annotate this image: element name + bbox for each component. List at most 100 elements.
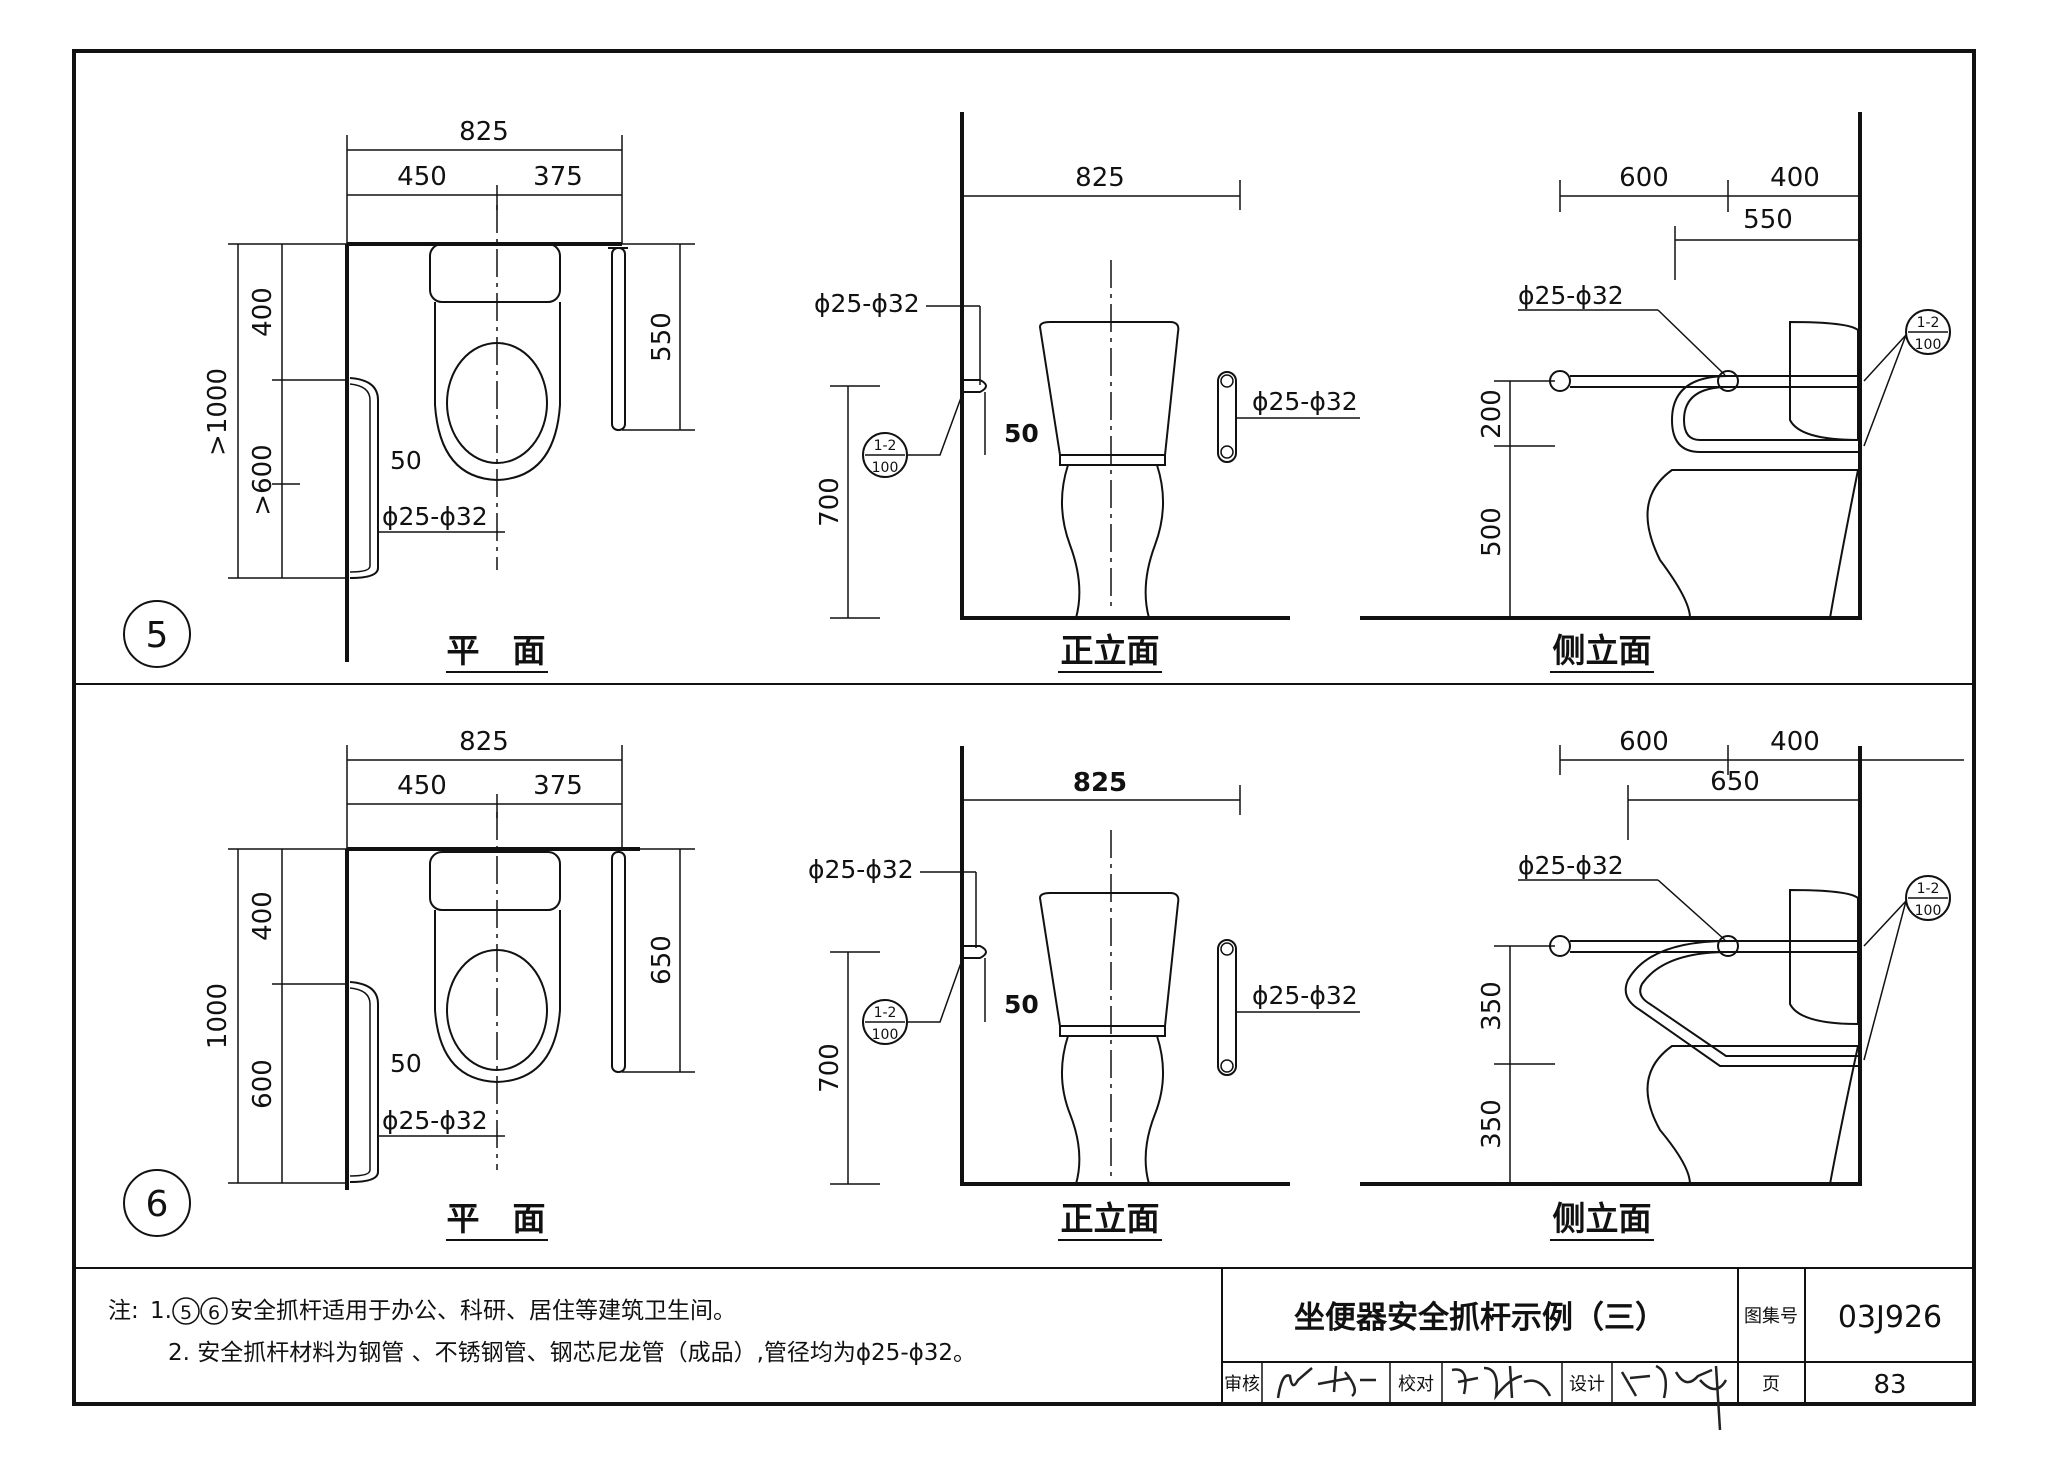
plan-pipe-label: ϕ25-ϕ32: [382, 502, 488, 531]
plan-gap-label: 50: [390, 446, 422, 475]
side-elevation: 600 400 650 ϕ25-ϕ32 1-2 100 350 350: [1360, 727, 1964, 1241]
panel-6: 6 825 450 375 1000 400 600: [123, 727, 1964, 1241]
panel-5: 5 825 450 375 >1000 400 >600: [123, 112, 1951, 673]
detail-number: 6: [146, 1184, 169, 1225]
side-pipe-label: ϕ25-ϕ32: [1518, 281, 1624, 310]
plan-dim-lower-v: 600: [248, 1059, 278, 1109]
toilet-tank-front: [1038, 321, 1180, 456]
side-title: 侧立面: [1553, 1199, 1652, 1238]
atlas-number: 03J926: [1838, 1300, 1942, 1335]
grab-bar-front-left: [962, 945, 987, 959]
plan-title: 平 面: [447, 1199, 546, 1238]
plan-dim-overall: 825: [459, 727, 509, 757]
side-dim-v2: 350: [1477, 1099, 1507, 1149]
plan-view: 825 450 375 1000 400 600 50 ϕ25-ϕ32 650: [203, 727, 695, 1241]
check-label: 校对: [1398, 1374, 1434, 1395]
plan-title: 平 面: [447, 631, 546, 670]
toilet-base-front: [1061, 1035, 1164, 1185]
front-ref-top: 1-2: [874, 438, 897, 454]
front-dim-height: 700: [815, 477, 845, 527]
toilet-tank: [429, 243, 561, 303]
toilet-tank-side: [1789, 320, 1859, 442]
side-dim-1: 600: [1619, 163, 1669, 193]
notes-line1-circle5: 5: [180, 1302, 192, 1324]
front-elevation: 825 ϕ25-ϕ32 1-2 100 50 700 ϕ25-ϕ32: [808, 746, 1360, 1241]
side-pipe-label: ϕ25-ϕ32: [1518, 851, 1624, 880]
side-dim-2: 400: [1770, 163, 1820, 193]
plan-view: 825 450 375 >1000 400 >600 50 ϕ25-ϕ32: [203, 117, 695, 673]
grab-bar-front-right: [1217, 371, 1237, 463]
front-pipe-right: ϕ25-ϕ32: [1252, 981, 1358, 1010]
grab-bar-front-right: [1217, 939, 1237, 1076]
plan-dim-total-v: 1000: [203, 983, 233, 1049]
front-pipe-left: ϕ25-ϕ32: [814, 289, 920, 318]
detail-number-circle: [123, 1169, 191, 1237]
vertical-bar-plan: [611, 851, 626, 1073]
drawing-title: 坐便器安全抓杆示例（三）: [1294, 1300, 1666, 1336]
plan-bar-length: 650: [647, 935, 677, 985]
toilet-tank: [429, 851, 561, 911]
front-title: 正立面: [1061, 1199, 1160, 1238]
grab-bar-side-angled: [1624, 940, 1858, 1067]
vertical-bar-plan: [611, 247, 626, 431]
toilet-tank-side: [1789, 888, 1859, 1026]
grab-bar-plan: [349, 377, 379, 579]
reviewer-signature: [1276, 1365, 1376, 1399]
front-gap-label: 50: [1004, 990, 1039, 1019]
plan-dim-upper-v: 400: [248, 287, 278, 337]
front-pipe-right: ϕ25-ϕ32: [1252, 387, 1358, 416]
notes: 注: 1. 5 6 安全抓杆适用于办公、科研、居住等建筑卫生间。 2. 安全抓杆…: [108, 1297, 976, 1366]
side-elevation: 600 400 550 ϕ25-ϕ32 1-2 100: [1360, 112, 1951, 673]
grab-bar-side-loop: [1670, 375, 1858, 453]
plan-dim-upper-v: 400: [248, 891, 278, 941]
plan-dim-lower-v: >600: [248, 444, 278, 515]
plan-bar-length: 550: [647, 312, 677, 362]
front-pipe-left: ϕ25-ϕ32: [808, 855, 914, 884]
side-ref-bot: 100: [1915, 337, 1942, 353]
title-block: 坐便器安全抓杆示例（三） 图集号 03J926 审核 校对 设计 页 83: [1221, 1268, 1974, 1431]
checker-signature: [1451, 1365, 1552, 1401]
detail-number-circle: [123, 600, 191, 668]
toilet-bowl-side: [1646, 469, 1859, 619]
notes-line1-num: 1.: [150, 1298, 172, 1324]
plan-gap-label: 50: [390, 1049, 422, 1078]
side-dim-v1: 350: [1477, 981, 1507, 1031]
front-elevation: 825 ϕ25-ϕ32 1-2 100 50 700: [814, 112, 1360, 673]
front-dim-width: 825: [1073, 768, 1127, 798]
page-label: 页: [1762, 1374, 1780, 1395]
review-label: 审核: [1224, 1374, 1260, 1395]
plan-dim-left: 450: [397, 162, 447, 192]
plan-dim-total-v: >1000: [203, 368, 233, 456]
side-ref-top: 1-2: [1917, 881, 1940, 897]
atlas-label: 图集号: [1744, 1306, 1798, 1327]
front-ref-top: 1-2: [874, 1005, 897, 1021]
side-dim-3: 550: [1743, 205, 1793, 235]
side-ref-bot: 100: [1915, 903, 1942, 919]
side-title: 侧立面: [1553, 631, 1652, 670]
side-ref-top: 1-2: [1917, 315, 1940, 331]
front-title: 正立面: [1061, 631, 1160, 670]
notes-prefix: 注:: [108, 1298, 139, 1324]
detail-number: 5: [146, 615, 169, 656]
front-dim-width: 825: [1075, 163, 1125, 193]
toilet-tank-front: [1038, 892, 1180, 1027]
grab-bar-plan: [349, 981, 379, 1183]
side-dim-1: 600: [1619, 727, 1669, 757]
sheet-border: [72, 49, 1976, 1406]
front-ref-bot: 100: [872, 1027, 899, 1043]
plan-dim-right: 375: [533, 771, 583, 801]
plan-pipe-label: ϕ25-ϕ32: [382, 1106, 488, 1135]
plan-dim-overall: 825: [459, 117, 509, 147]
grab-bar-front-left: [962, 379, 987, 393]
notes-line1-circle6: 6: [208, 1302, 220, 1324]
designer-signature: [1620, 1364, 1728, 1431]
front-gap-label: 50: [1004, 419, 1039, 448]
plan-dim-right: 375: [533, 162, 583, 192]
notes-line2: 2. 安全抓杆材料为钢管 、不锈钢管、钢芯尼龙管（成品）,管径均为ϕ25-ϕ32…: [168, 1340, 976, 1366]
toilet-bowl-side: [1646, 1045, 1859, 1185]
front-dim-height: 700: [815, 1043, 845, 1093]
side-dim-2: 400: [1770, 727, 1820, 757]
toilet-base-front: [1061, 464, 1164, 619]
side-dim-3: 650: [1710, 767, 1760, 797]
